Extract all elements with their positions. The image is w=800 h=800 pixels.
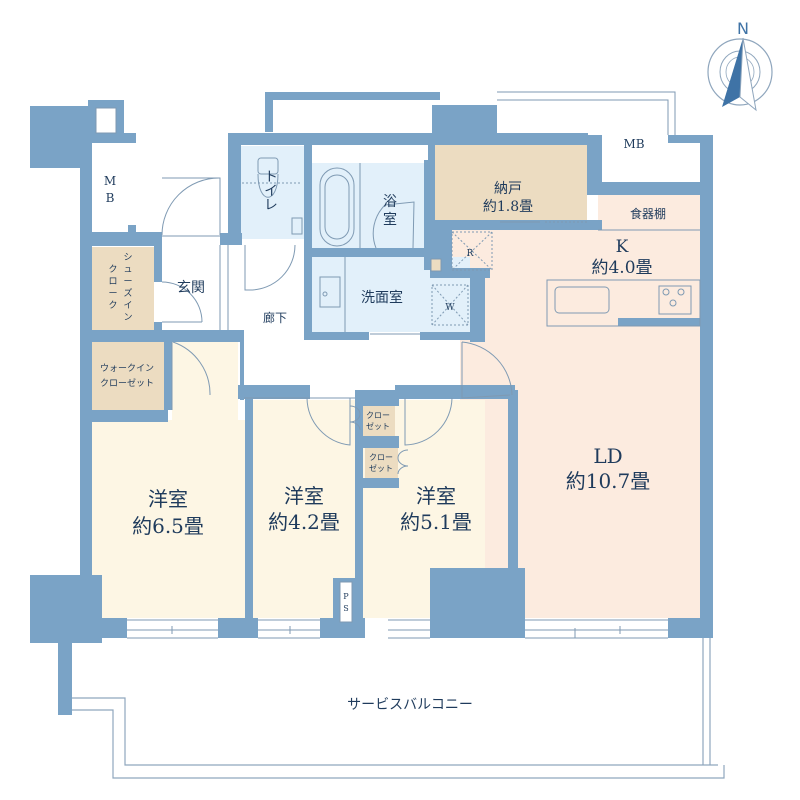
kitchen-label-2: 約4.0畳 <box>591 258 652 278</box>
bedroom3-label-2: 約5.1畳 <box>400 510 472 534</box>
fridge-label: R <box>467 249 474 259</box>
bedroom1-label-1: 洋室 <box>148 487 188 511</box>
walls <box>30 92 713 715</box>
shoes-closet-label: シ ュ ー ズ イ ン ク ロ ー ク <box>108 253 132 323</box>
balcony-label: サービスバルコニー <box>347 697 473 713</box>
shoes-char: ー <box>123 277 132 287</box>
shoes-char: ク <box>108 264 117 275</box>
bath-label-2: 室 <box>383 211 397 228</box>
mb-left-label-1: M <box>104 174 116 188</box>
cupboard-label: 食器棚 <box>630 206 666 221</box>
closet-b-label-2: ゼット <box>369 463 393 473</box>
bedroom1-fill <box>92 420 245 618</box>
shoes-char: ー <box>108 289 117 299</box>
bedroom2-label-2: 約4.2畳 <box>268 510 340 534</box>
mb-left-label-2: B <box>106 191 115 205</box>
mb-right-label: MB <box>623 137 644 151</box>
shoes-char: ク <box>108 300 117 311</box>
walkin-closet-label-2: クローゼット <box>100 377 154 389</box>
compass-north-label: N <box>737 19 749 38</box>
bedroom1-label-2: 約6.5畳 <box>132 514 204 538</box>
washer-label: W <box>445 303 455 313</box>
compass: N <box>707 19 773 112</box>
closet-a-fill <box>362 406 395 436</box>
storage-fill <box>432 145 587 220</box>
ps-label-2: S <box>343 604 348 613</box>
closet-a-label-1: クロー <box>366 411 390 420</box>
bath-label-1: 浴 <box>383 194 397 210</box>
kitchen-label-1: K <box>616 237 629 257</box>
shoes-char: ュ <box>123 265 132 275</box>
walkin-closet-label-1: ウォークイン <box>100 363 154 374</box>
bedroom2-label-1: 洋室 <box>284 484 324 508</box>
toilet-label: トイレ <box>262 169 278 211</box>
ld-label-1: LD <box>593 444 622 468</box>
compass-needle-icon <box>722 38 743 107</box>
bedroom3-label-1: 洋室 <box>416 484 456 508</box>
shoes-closet-fill <box>92 247 154 331</box>
hallway-label: 廊下 <box>263 310 287 325</box>
entrance-label: 玄関 <box>177 279 205 296</box>
shoes-char: シ <box>123 253 132 263</box>
closet-b-label-1: クロー <box>369 453 393 462</box>
ld-label-2: 約10.7畳 <box>566 469 651 493</box>
shoes-char: ズ <box>123 287 132 299</box>
fixtures <box>95 91 701 639</box>
shoes-char: ン <box>123 313 132 323</box>
shoes-char: イ <box>123 301 132 311</box>
washroom-label: 洗面室 <box>361 289 403 306</box>
cupboard-fill <box>598 195 700 230</box>
storage-label-2: 約1.8畳 <box>483 199 533 215</box>
storage-label-1: 納戸 <box>494 181 522 197</box>
labels: M B MB トイレ 浴 室 洗面室 W 納戸 約1.8畳 食器棚 K 約4.0… <box>100 137 666 713</box>
closet-b-fill <box>365 448 398 478</box>
closet-a-label-2: ゼット <box>366 421 390 431</box>
toilet-fill <box>241 146 304 239</box>
walkin-closet-fill <box>92 341 164 412</box>
shoes-char: ロ <box>108 277 117 287</box>
ps-label-1: P <box>343 592 349 601</box>
